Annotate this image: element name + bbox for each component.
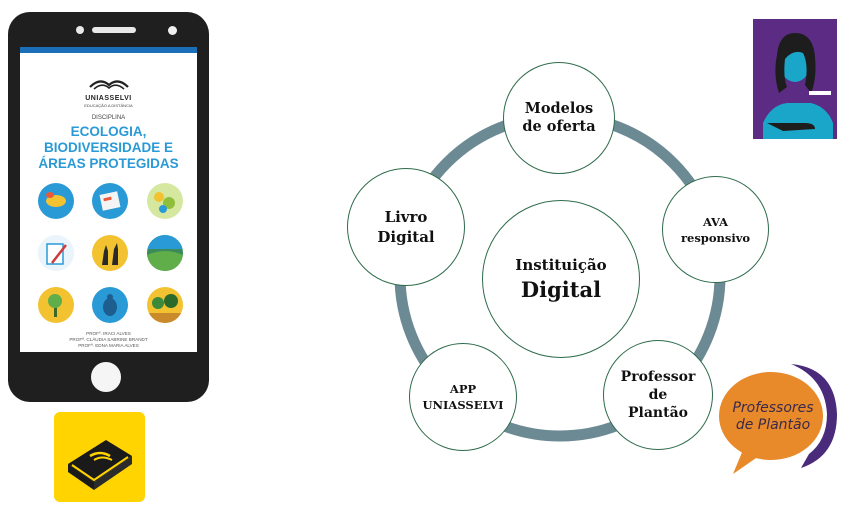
illustration-beetle-icon: [92, 287, 128, 323]
cover-illustrations: [38, 183, 183, 325]
phone-camera: [168, 26, 177, 35]
cover-top-bar: [20, 47, 197, 53]
node-label: Livro Digital: [377, 208, 435, 246]
book-app-icon[interactable]: [54, 412, 145, 502]
cover-title-line: BIODIVERSIDADE E: [43, 140, 174, 155]
phone-home-button[interactable]: [88, 359, 124, 395]
node-label: AVA responsivo: [680, 214, 751, 245]
credit-line: PROFº. IRACI ALVES: [86, 331, 131, 336]
bubble-line1: Professores: [732, 400, 814, 416]
phone-speaker: [92, 27, 136, 33]
illustration-trees-icon: [147, 287, 183, 323]
cover-discipline-label: DISCIPLINA: [91, 115, 126, 121]
node-professor-de-plantao: Professor de Plantão: [603, 340, 713, 450]
node-modelos-de-oferta: Modelos de oferta: [503, 62, 615, 174]
cover-credits: PROFº. IRACI ALVES PROFª. CLÁUDIA SABRIN…: [20, 331, 197, 349]
bubble-line2: de Plantão: [735, 417, 811, 433]
smartphone: UNIASSELVI EDUCAÇÃO A DISTÂNCIA DISCIPLI…: [8, 12, 209, 402]
center-node-line2: Digital: [520, 277, 602, 302]
cover-title: ECOLOGIA, BIODIVERSIDADE E ÁREAS PROTEGI…: [24, 124, 193, 172]
illustration-palm-icon: [38, 287, 74, 323]
cover-brand: UNIASSELVI: [85, 95, 132, 102]
node-label: APP UNIASSELVI: [422, 382, 504, 412]
teacher-icon: [753, 19, 837, 139]
uniasselvi-logo-icon: [89, 80, 129, 90]
illustration-fish-icon: [38, 183, 74, 219]
node-label: Modelos de oferta: [522, 100, 596, 135]
illustration-clipboard-icon: [38, 235, 74, 271]
phone-sensor: [76, 26, 84, 34]
node-app-uniasselvi: APP UNIASSELVI: [409, 343, 517, 451]
node-ava-responsivo: AVA responsivo: [662, 176, 769, 283]
credit-line: PROFª. EDNA MARIA ALVES: [78, 343, 139, 348]
cover-title-line: ECOLOGIA,: [70, 124, 147, 139]
bubble-text: Professores de Plantão: [722, 400, 824, 434]
node-label: Professor de Plantão: [620, 369, 696, 421]
book-icon: [68, 440, 132, 490]
phone-screen-book-cover[interactable]: UNIASSELVI EDUCAÇÃO A DISTÂNCIA DISCIPLI…: [20, 47, 197, 352]
illustration-leaves-icon: [147, 183, 183, 219]
cover-brand-subtitle: EDUCAÇÃO A DISTÂNCIA: [84, 103, 133, 108]
illustration-giraffe-icon: [92, 235, 128, 271]
center-node-line1: Instituição: [515, 256, 607, 274]
cover-title-line: ÁREAS PROTEGIDAS: [38, 156, 179, 171]
illustration-document-icon: [92, 183, 128, 219]
illustration-landscape-icon: [147, 235, 183, 271]
node-livro-digital: Livro Digital: [347, 168, 465, 286]
center-node-instituicao-digital: Instituição Digital: [482, 200, 640, 358]
credit-line: PROFª. CLÁUDIA SABRINE BRANDT: [69, 337, 148, 342]
professores-de-plantao-bubble-icon: [719, 364, 837, 474]
